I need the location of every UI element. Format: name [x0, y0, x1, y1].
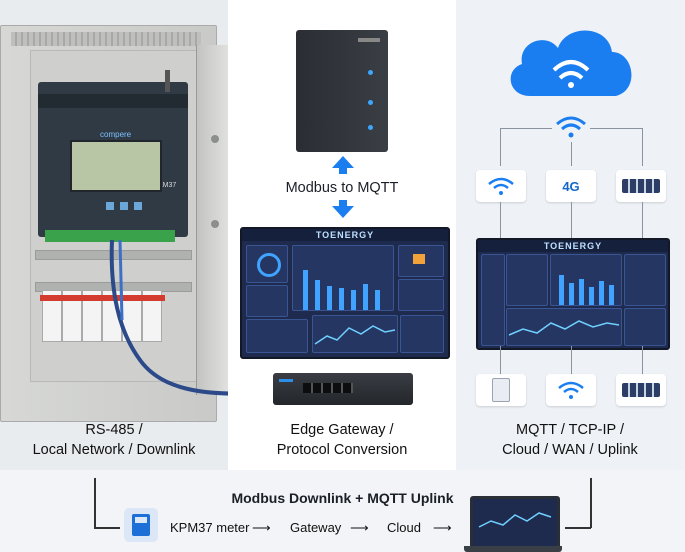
- list-widget: [624, 308, 666, 346]
- right-caption: MQTT / TCP-IP / Cloud / WAN / Uplink: [456, 420, 684, 460]
- sidebar-widget: [481, 254, 505, 346]
- arrow-down-stem: [339, 200, 347, 206]
- connector-line: [571, 346, 572, 374]
- flow-step-meter: KPM37 meter: [170, 520, 250, 535]
- laptop-base: [464, 546, 562, 552]
- kpi-widget: [506, 254, 548, 306]
- list-widget: [400, 315, 444, 353]
- breaker: [62, 290, 82, 342]
- connector-line: [590, 128, 642, 129]
- line-chart-widget: [506, 308, 622, 346]
- cloud-dashboard-brand: TOENERGY: [543, 241, 603, 251]
- flow-arrow: ⟶: [350, 520, 369, 535]
- bracket-line: [94, 478, 96, 528]
- meter-device-module: [476, 374, 526, 406]
- bar-chart-widget: [292, 245, 394, 311]
- wifi-module: [476, 170, 526, 202]
- alert-widget: [398, 245, 444, 277]
- breaker-indicator: [40, 295, 165, 301]
- network-switch: [273, 373, 413, 405]
- status-led-icon: [368, 100, 373, 105]
- connector-line: [500, 128, 501, 166]
- ethernet-module: [616, 170, 666, 202]
- antenna-icon: [165, 70, 170, 92]
- cloud-icon: [510, 30, 632, 97]
- connector-line: [500, 202, 501, 238]
- gateway-device: [296, 30, 388, 152]
- connector-line: [571, 142, 572, 166]
- meter-icon: [132, 514, 150, 536]
- meter-button: [134, 202, 142, 210]
- wifi-icon: [558, 381, 584, 399]
- arrow-up-icon: [332, 156, 354, 168]
- connector-line: [642, 128, 643, 166]
- ethernet-switch-icon: [622, 179, 660, 193]
- meter-button: [120, 202, 128, 210]
- laptop-icon: [470, 496, 560, 552]
- cellular-4g-label: 4G: [562, 178, 580, 194]
- flow-step-gateway: Gateway: [290, 520, 342, 535]
- table-widget: [246, 319, 308, 353]
- meter-display: [70, 140, 162, 192]
- flow-step-cloud: Cloud: [387, 520, 421, 535]
- bottom-title: Modbus Downlink + MQTT Uplink: [231, 490, 454, 506]
- left-caption-line1: RS-485 /: [85, 422, 143, 438]
- meter-tile: [124, 508, 158, 542]
- cloud-panel: 4G TOENERGY: [456, 0, 685, 470]
- stats-widget: [624, 254, 666, 306]
- modbus-to-mqtt-label: Modbus to MQTT: [285, 180, 399, 196]
- connector-line: [500, 346, 501, 374]
- wifi-module-bottom: [546, 374, 596, 406]
- stats-widget: [398, 279, 444, 311]
- arrow-up-stem: [339, 168, 347, 174]
- dashboard-brand: TOENERGY: [315, 230, 375, 240]
- connector-line: [571, 202, 572, 238]
- ethernet-switch-icon: [622, 383, 660, 397]
- meter-model: KM37: [158, 182, 177, 189]
- cloud-dashboard: TOENERGY: [476, 238, 670, 350]
- breaker: [142, 290, 162, 342]
- status-led-icon: [368, 70, 373, 75]
- left-caption-line2: Local Network / Downlink: [32, 442, 196, 458]
- status-led-icon: [368, 125, 373, 130]
- right-caption-line2: Cloud / WAN / Uplink: [502, 442, 638, 458]
- meter-brand: compere: [100, 130, 132, 139]
- line-chart-widget: [312, 315, 398, 353]
- flow-arrow: ⟶: [252, 520, 271, 535]
- breaker: [42, 290, 62, 342]
- meter-button: [106, 202, 114, 210]
- middle-caption-line1: Edge Gateway /: [290, 422, 394, 438]
- gateway-panel: Modbus to MQTT TOENERGY: [228, 0, 456, 470]
- bracket-line: [590, 478, 592, 528]
- connector-line: [500, 128, 552, 129]
- flow-arrow: ⟶: [433, 520, 452, 535]
- meter-device-icon: [492, 378, 510, 402]
- cabinet-door: [196, 45, 229, 395]
- left-caption: RS-485 / Local Network / Downlink: [0, 420, 228, 460]
- arrow-down-icon: [332, 206, 354, 218]
- gauge-widget: [246, 245, 288, 283]
- wifi-icon: [556, 116, 586, 138]
- connector-line: [642, 346, 643, 374]
- breaker: [82, 290, 102, 342]
- rs485-cable: [109, 239, 276, 396]
- middle-caption: Edge Gateway / Protocol Conversion: [228, 420, 456, 460]
- bar-chart-widget: [550, 254, 622, 306]
- terminal-block: [45, 230, 175, 242]
- bracket-line: [94, 527, 120, 529]
- wifi-icon: [488, 177, 514, 195]
- cabinet-vent: [11, 32, 201, 46]
- ethernet-module-bottom: [616, 374, 666, 406]
- bracket-line: [565, 527, 591, 529]
- energy-dashboard: TOENERGY: [240, 227, 450, 359]
- right-caption-line1: MQTT / TCP-IP /: [516, 422, 624, 438]
- kpi-widget: [246, 285, 288, 317]
- connector-line: [642, 202, 643, 238]
- middle-caption-line2: Protocol Conversion: [276, 442, 408, 458]
- cellular-module: 4G: [546, 170, 596, 202]
- rs485-panel: compere KM37 RS-485 / Local Network / Do…: [0, 0, 229, 470]
